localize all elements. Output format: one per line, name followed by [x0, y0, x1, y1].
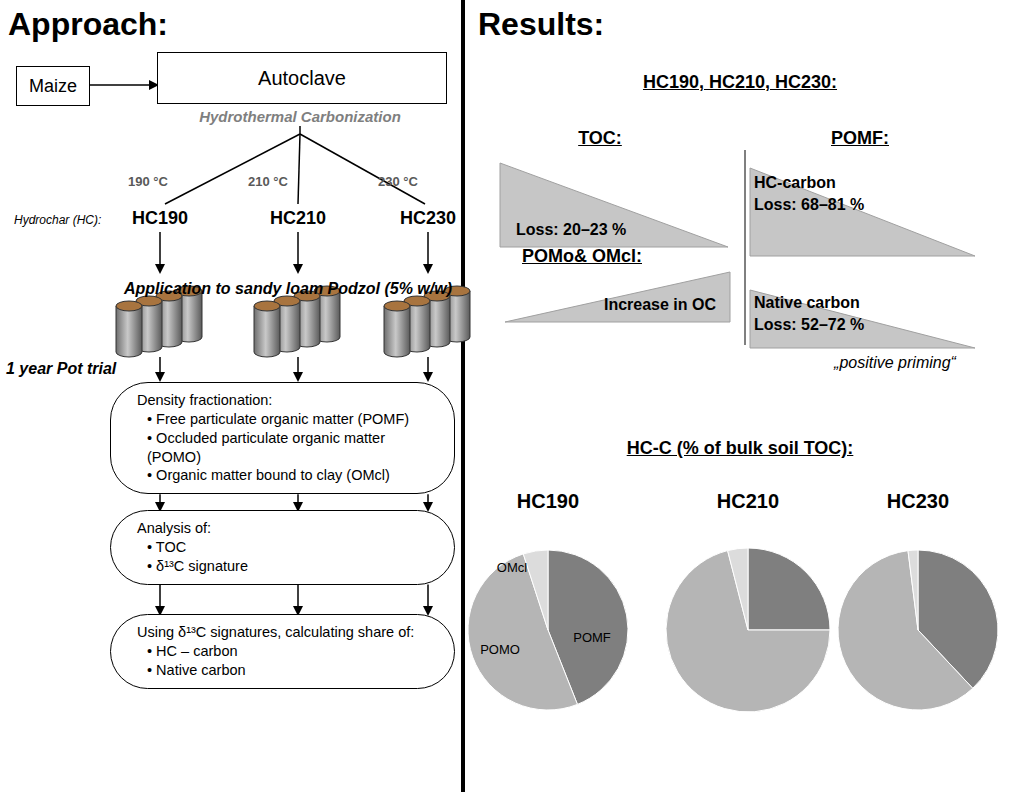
node-text: • Native carbon — [137, 661, 432, 680]
process-box: Density fractionation:• Free particulate… — [110, 382, 455, 494]
connector-arrow — [427, 585, 429, 614]
node-text: • Free particulate organic matter (POMF) — [137, 410, 432, 429]
text-label: POMo& OMcl: — [522, 246, 642, 267]
node-heading: Using δ¹³C signatures, calculating share… — [137, 623, 432, 642]
pot-body — [254, 306, 280, 357]
pie-slice — [728, 548, 748, 630]
node-heading: HC-carbon — [754, 172, 836, 194]
pot — [116, 301, 142, 357]
node-heading: Density fractionation: — [137, 391, 432, 410]
connector-arrow — [297, 494, 299, 510]
pot — [254, 301, 280, 357]
connector-arrow — [159, 494, 161, 510]
panel-divider — [461, 0, 465, 792]
text-label: HC210 — [717, 490, 779, 513]
node-heading: Autoclave — [258, 67, 346, 90]
text-label: TOC: — [578, 128, 622, 149]
pie-slice — [468, 554, 577, 710]
pie-charts — [468, 548, 998, 712]
step-box: Autoclave — [157, 52, 447, 104]
text-label: POMO — [480, 642, 520, 657]
pot-soil — [116, 301, 142, 311]
process-box: Using δ¹³C signatures, calculating share… — [110, 614, 455, 689]
pot-body — [384, 306, 410, 357]
text-label: Application to sandy loam Podzol (5% w/w… — [124, 280, 452, 298]
text-label: 230 °C — [378, 174, 418, 189]
text-label: POMF: — [831, 128, 889, 149]
pie-slice — [908, 550, 918, 630]
triangle-shape: HC-carbonLoss: 68–81 % — [750, 168, 975, 256]
text-label: HC230 — [887, 490, 949, 513]
pot-body — [116, 306, 142, 357]
text-label: 190 °C — [128, 174, 168, 189]
connector-arrow — [90, 84, 157, 86]
pot-soil — [254, 301, 280, 311]
text-label: HC210 — [270, 208, 326, 229]
node-text: Loss: 52–72 % — [754, 314, 864, 336]
separator-line — [745, 150, 746, 345]
pie-slice — [748, 548, 830, 630]
connector-arrow — [297, 585, 299, 614]
pot-soil — [384, 301, 410, 311]
pot — [384, 301, 410, 357]
node-heading: Analysis of: — [137, 519, 432, 538]
pie-slice — [838, 551, 973, 710]
connector-arrow — [159, 585, 161, 614]
node-text: • Organic matter bound to clay (OMcl) — [137, 466, 432, 485]
node-text: • TOC — [137, 538, 432, 557]
connector-arrow — [427, 494, 429, 510]
text-label: Approach: — [8, 6, 168, 43]
text-label: HC-C (% of bulk soil TOC): — [627, 438, 854, 459]
text-label: HC190, HC210, HC230: — [643, 72, 837, 93]
node-heading: Native carbon — [754, 292, 860, 314]
node-text: • Occluded particulate organic matter (P… — [137, 429, 432, 467]
text-label: Hydrothermal Carbonization — [199, 108, 401, 125]
text-label: „positive priming“ — [834, 354, 956, 372]
triangle-fill — [750, 290, 975, 348]
flow-arrows — [160, 232, 428, 380]
step-box: Maize — [16, 66, 90, 106]
triangle-shape: Increase in OC — [505, 272, 730, 322]
triangle-fill — [505, 272, 730, 322]
node-text: Loss: 68–81 % — [754, 194, 864, 216]
triangle-shape: Loss: 20–23 % — [500, 163, 728, 247]
text-label: HC190 — [517, 490, 579, 513]
node-heading: Increase in OC — [604, 294, 716, 316]
text-label: 1 year Pot trial — [6, 360, 116, 378]
triangle-fill — [750, 168, 975, 256]
branch-lines — [165, 126, 425, 204]
text-label: OMcl — [497, 560, 527, 575]
triangle-fill — [500, 163, 728, 247]
node-text: • δ¹³C signature — [137, 557, 432, 576]
node-heading: Maize — [29, 76, 77, 97]
node-heading: Loss: 20–23 % — [516, 219, 626, 241]
text-label: Hydrochar (HC): — [14, 213, 101, 227]
text-label: HC190 — [132, 208, 188, 229]
text-label: 210 °C — [248, 174, 288, 189]
text-label: Results: — [478, 6, 604, 43]
text-label: POMF — [573, 630, 611, 645]
text-label: HC230 — [400, 208, 456, 229]
process-box: Analysis of:• TOC• δ¹³C signature — [110, 510, 455, 585]
triangle-shape: Native carbonLoss: 52–72 % — [750, 290, 975, 348]
node-text: • HC – carbon — [137, 642, 432, 661]
